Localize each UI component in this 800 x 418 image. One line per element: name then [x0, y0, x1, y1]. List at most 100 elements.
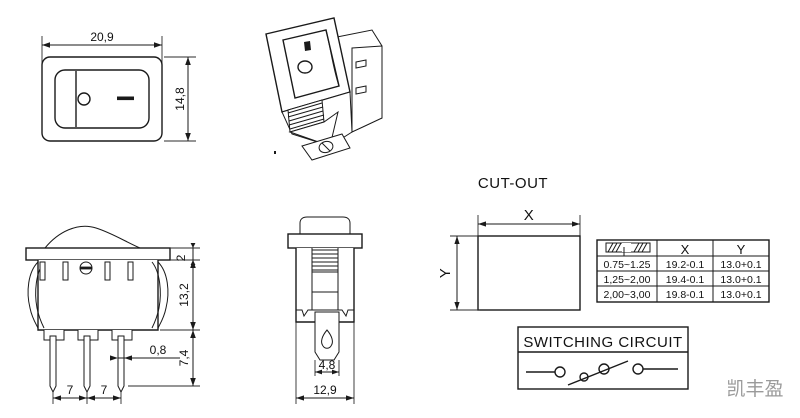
side-elevation-view: 4,8 12,9: [287, 216, 363, 404]
arrow-head: [478, 221, 486, 227]
dimension-terminalwidth-label: 4,8: [319, 358, 336, 372]
arrow-head: [296, 395, 304, 401]
switching-circuit-section: SWITCHING CIRCUIT: [517, 326, 689, 390]
side-rib-block: [311, 249, 339, 273]
iso-rib: [288, 114, 325, 126]
dimension-height-label: 14,8: [173, 87, 187, 111]
table-cell-thickness: 0.75~1.25: [603, 259, 650, 271]
iso-rocker-crease: [325, 29, 340, 87]
dimension-width-label: 20,9: [90, 30, 114, 44]
table-cell-y: 13.0+0.1: [720, 289, 761, 301]
elev-rocker-curve: [44, 225, 141, 249]
iso-symbol-on-dash: [304, 41, 311, 51]
elev-clip-tab: [39, 261, 46, 281]
cutout-section: CUT-OUT X Y: [437, 175, 581, 311]
cutout-x-label: X: [524, 207, 535, 224]
iso-symbol-off-circle: [297, 60, 313, 74]
table-cell-x: 19.8-0.1: [666, 289, 705, 301]
arrow-head: [185, 57, 191, 65]
switching-circuit-title: SWITCHING CIRCUIT: [523, 334, 682, 351]
switching-circuit-schematic: [526, 360, 678, 386]
cutout-rectangle: [477, 235, 581, 311]
side-bezel-flange: [287, 233, 363, 249]
symbol-off-circle: [77, 92, 91, 106]
watermark-logo: 凯丰盈: [726, 378, 783, 400]
elev-snap-clip-right: [157, 261, 169, 329]
rocker-frame: [54, 69, 150, 129]
arrow-head: [154, 42, 162, 48]
arrow-head: [124, 355, 132, 361]
table-cell-y: 13.0+0.1: [720, 259, 761, 271]
circuit-terminal-3: [632, 363, 644, 375]
arrow-head: [454, 302, 460, 310]
arrow-head: [190, 330, 196, 338]
cutout-title: CUT-OUT: [478, 175, 548, 192]
elev-terminal-pin: [117, 335, 125, 394]
dimension-pitch2-label: 7: [101, 383, 108, 397]
table-header-y: Y: [737, 242, 746, 257]
elev-snap-clip-right-inner: [151, 261, 161, 329]
circuit-terminal-1: [554, 366, 566, 378]
icon-hatch: [637, 242, 644, 253]
arrow-head: [190, 243, 196, 248]
elev-snap-clip-left-inner: [35, 261, 45, 329]
icon-hatch: [615, 242, 622, 253]
dimension-bezel-label: 2: [174, 254, 188, 261]
arrow-head: [315, 369, 322, 375]
arrow-head: [79, 395, 87, 401]
table-cell-x: 19.4-0.1: [666, 274, 705, 286]
arrow-head: [185, 133, 191, 141]
arrow-head: [190, 260, 196, 268]
side-rocker-cap: [299, 216, 351, 235]
arrow-head: [42, 42, 50, 48]
panel-thickness-icon: [605, 242, 651, 257]
isometric-view: [265, 17, 383, 161]
arrow-head: [113, 395, 121, 401]
iso-terminal-mark: [321, 142, 331, 152]
table-cell-thickness: 1,25~2,00: [603, 274, 650, 286]
iso-stray-mark: [274, 151, 276, 154]
table-row: 1,25~2,00 19.4-0.1 13.0+0.1: [603, 274, 761, 286]
arrow-head: [332, 369, 339, 375]
arrow-head: [572, 221, 580, 227]
elev-terminal-pin: [83, 335, 91, 394]
elev-snap-clip-left: [27, 261, 39, 329]
arrow-head: [190, 378, 196, 386]
icon-hatch: [607, 242, 614, 253]
elev-terminal-pin: [49, 335, 57, 394]
cutout-y-label: Y: [437, 268, 454, 279]
table-cell-y: 13.0+0.1: [720, 274, 761, 286]
table-row: 0.75~1.25 19.2-0.1 13.0+0.1: [603, 259, 761, 271]
front-face-view: 20,9 14,8: [41, 30, 196, 142]
arrow-head: [53, 395, 61, 401]
elev-clip-tab: [104, 261, 111, 281]
arrow-head: [110, 355, 118, 361]
table-cell-x: 19.2-0.1: [666, 259, 705, 271]
iso-rib: [289, 118, 325, 130]
arrow-head: [190, 322, 196, 330]
elev-body: [37, 260, 159, 331]
elev-bezel-flange: [25, 247, 171, 261]
dimension-body-label: 13,2: [177, 283, 191, 307]
table-header-x: X: [681, 242, 690, 257]
iso-rib: [287, 106, 324, 118]
dimension-pinwidth-label: 0,8: [150, 343, 167, 357]
symbol-on-dash: [117, 96, 134, 101]
front-elevation-view: 2 13,2 7,4 0,8 7 7: [25, 225, 200, 404]
dimension-pitch1-label: 7: [67, 383, 74, 397]
iso-rib: [287, 102, 323, 114]
iso-clip-notch: [355, 85, 367, 95]
elev-center-dash: [80, 266, 92, 270]
table-row: 2,00~3,00 19.8-0.1 13.0+0.1: [603, 289, 761, 301]
elev-clip-tab: [62, 261, 69, 281]
dimension-terminal-label: 7,4: [177, 349, 191, 366]
iso-clip-notch: [355, 59, 367, 69]
table-cell-thickness: 2,00~3,00: [603, 289, 650, 301]
elev-clip-tab: [127, 261, 134, 281]
icon-hatch: [641, 242, 648, 253]
dimension-depth-label: 12,9: [313, 383, 337, 397]
switching-circuit-frame: [517, 326, 689, 390]
icon-hatch: [611, 242, 618, 253]
icon-gap: [622, 243, 631, 252]
